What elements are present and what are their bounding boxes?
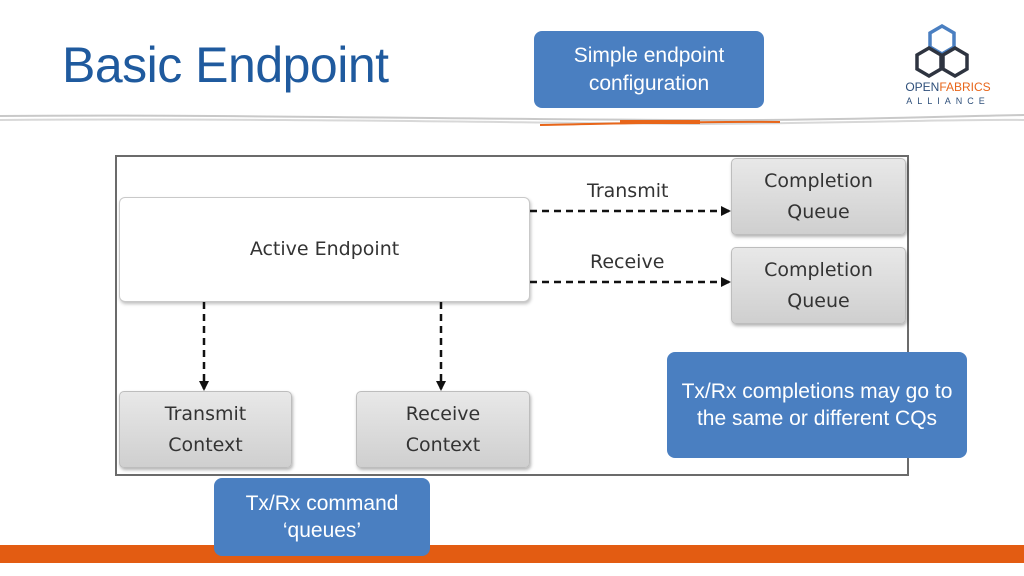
rx-ctx-line2: Context bbox=[405, 433, 481, 456]
header-divider bbox=[0, 114, 1024, 126]
callout-completions: Tx/Rx completions may go to the same or … bbox=[667, 352, 967, 458]
tx-ctx-line1: Transmit bbox=[164, 403, 247, 426]
logo-wordmark: OPENFABRICS bbox=[898, 80, 998, 94]
tx-ctx-line2: Context bbox=[168, 433, 243, 456]
logo-subtitle: ALLIANCE bbox=[906, 96, 990, 106]
edge-label-receive: Receive bbox=[590, 251, 665, 273]
callout-command-queues: Tx/Rx command ‘queues’ bbox=[214, 478, 430, 556]
cq2-line1: Completion bbox=[764, 259, 873, 282]
callout-simple-endpoint: Simple endpoint configuration bbox=[534, 31, 764, 108]
hexagon-logo-icon bbox=[915, 23, 969, 79]
footer-bar bbox=[0, 545, 1024, 563]
logo-word-open: OPEN bbox=[905, 80, 940, 94]
cq2-line2: Queue bbox=[787, 289, 850, 312]
logo-word-fabrics: FABRICS bbox=[939, 80, 991, 94]
cq1-line2: Queue bbox=[787, 200, 850, 223]
active-endpoint-box: Active Endpoint bbox=[119, 197, 530, 302]
openfabrics-logo: OPENFABRICS ALLIANCE bbox=[898, 22, 998, 106]
cq1-line1: Completion bbox=[764, 170, 873, 193]
edge-label-transmit: Transmit bbox=[587, 180, 669, 202]
slide-title: Basic Endpoint bbox=[62, 37, 389, 93]
rx-ctx-line1: Receive bbox=[405, 403, 481, 426]
